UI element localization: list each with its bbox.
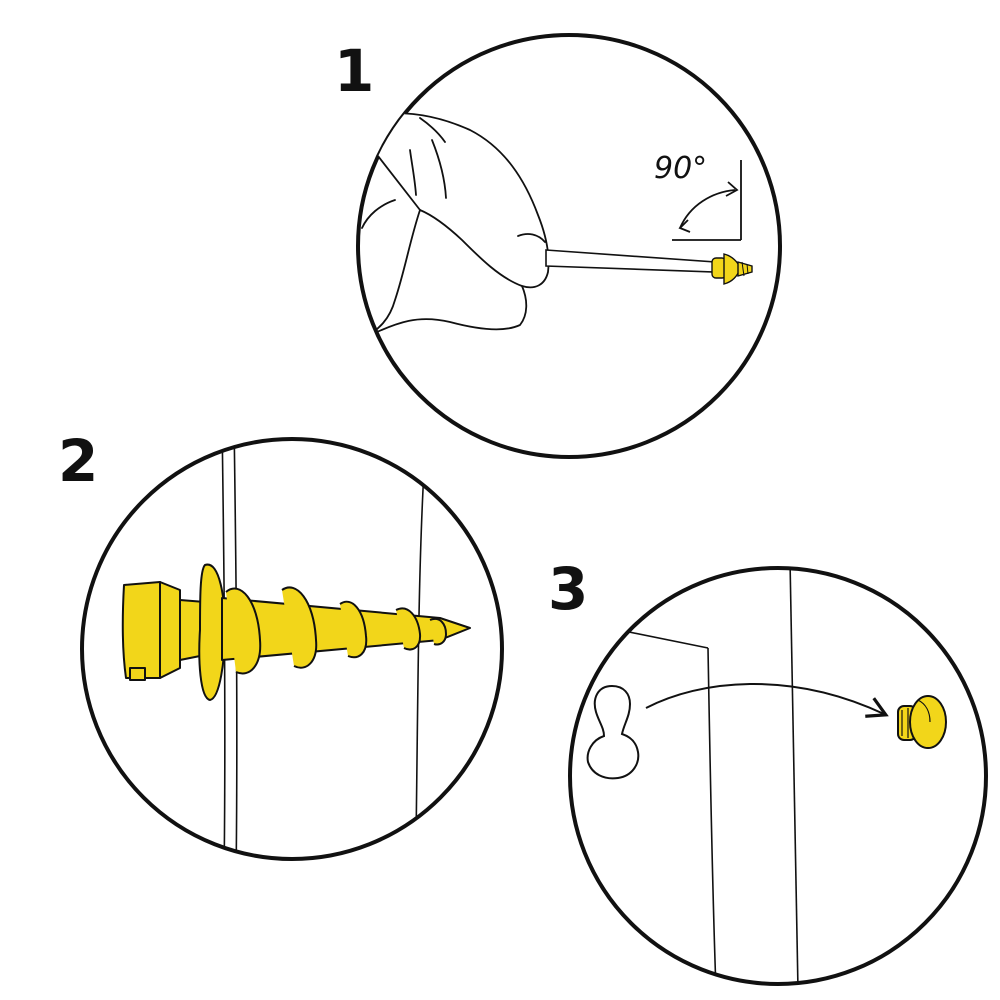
step-3-circle bbox=[568, 566, 988, 986]
step-2-panel bbox=[80, 437, 504, 861]
curved-arrow-icon bbox=[645, 683, 889, 718]
step-number-1: 1 bbox=[334, 37, 375, 105]
step-3-panel bbox=[568, 566, 988, 986]
finger-icon bbox=[358, 112, 550, 341]
step-number-3: 3 bbox=[548, 555, 589, 623]
wall-anchor-icon bbox=[711, 253, 753, 285]
step-number-2: 2 bbox=[58, 427, 99, 495]
angle-indicator bbox=[672, 160, 742, 241]
keyhole-slot-icon bbox=[586, 684, 640, 780]
wall-anchor-icon bbox=[121, 563, 471, 701]
step-1-circle bbox=[356, 33, 782, 459]
screw-head-icon bbox=[897, 695, 947, 749]
step-1-panel: 90° bbox=[356, 33, 782, 459]
angle-label: 90° bbox=[654, 151, 707, 186]
